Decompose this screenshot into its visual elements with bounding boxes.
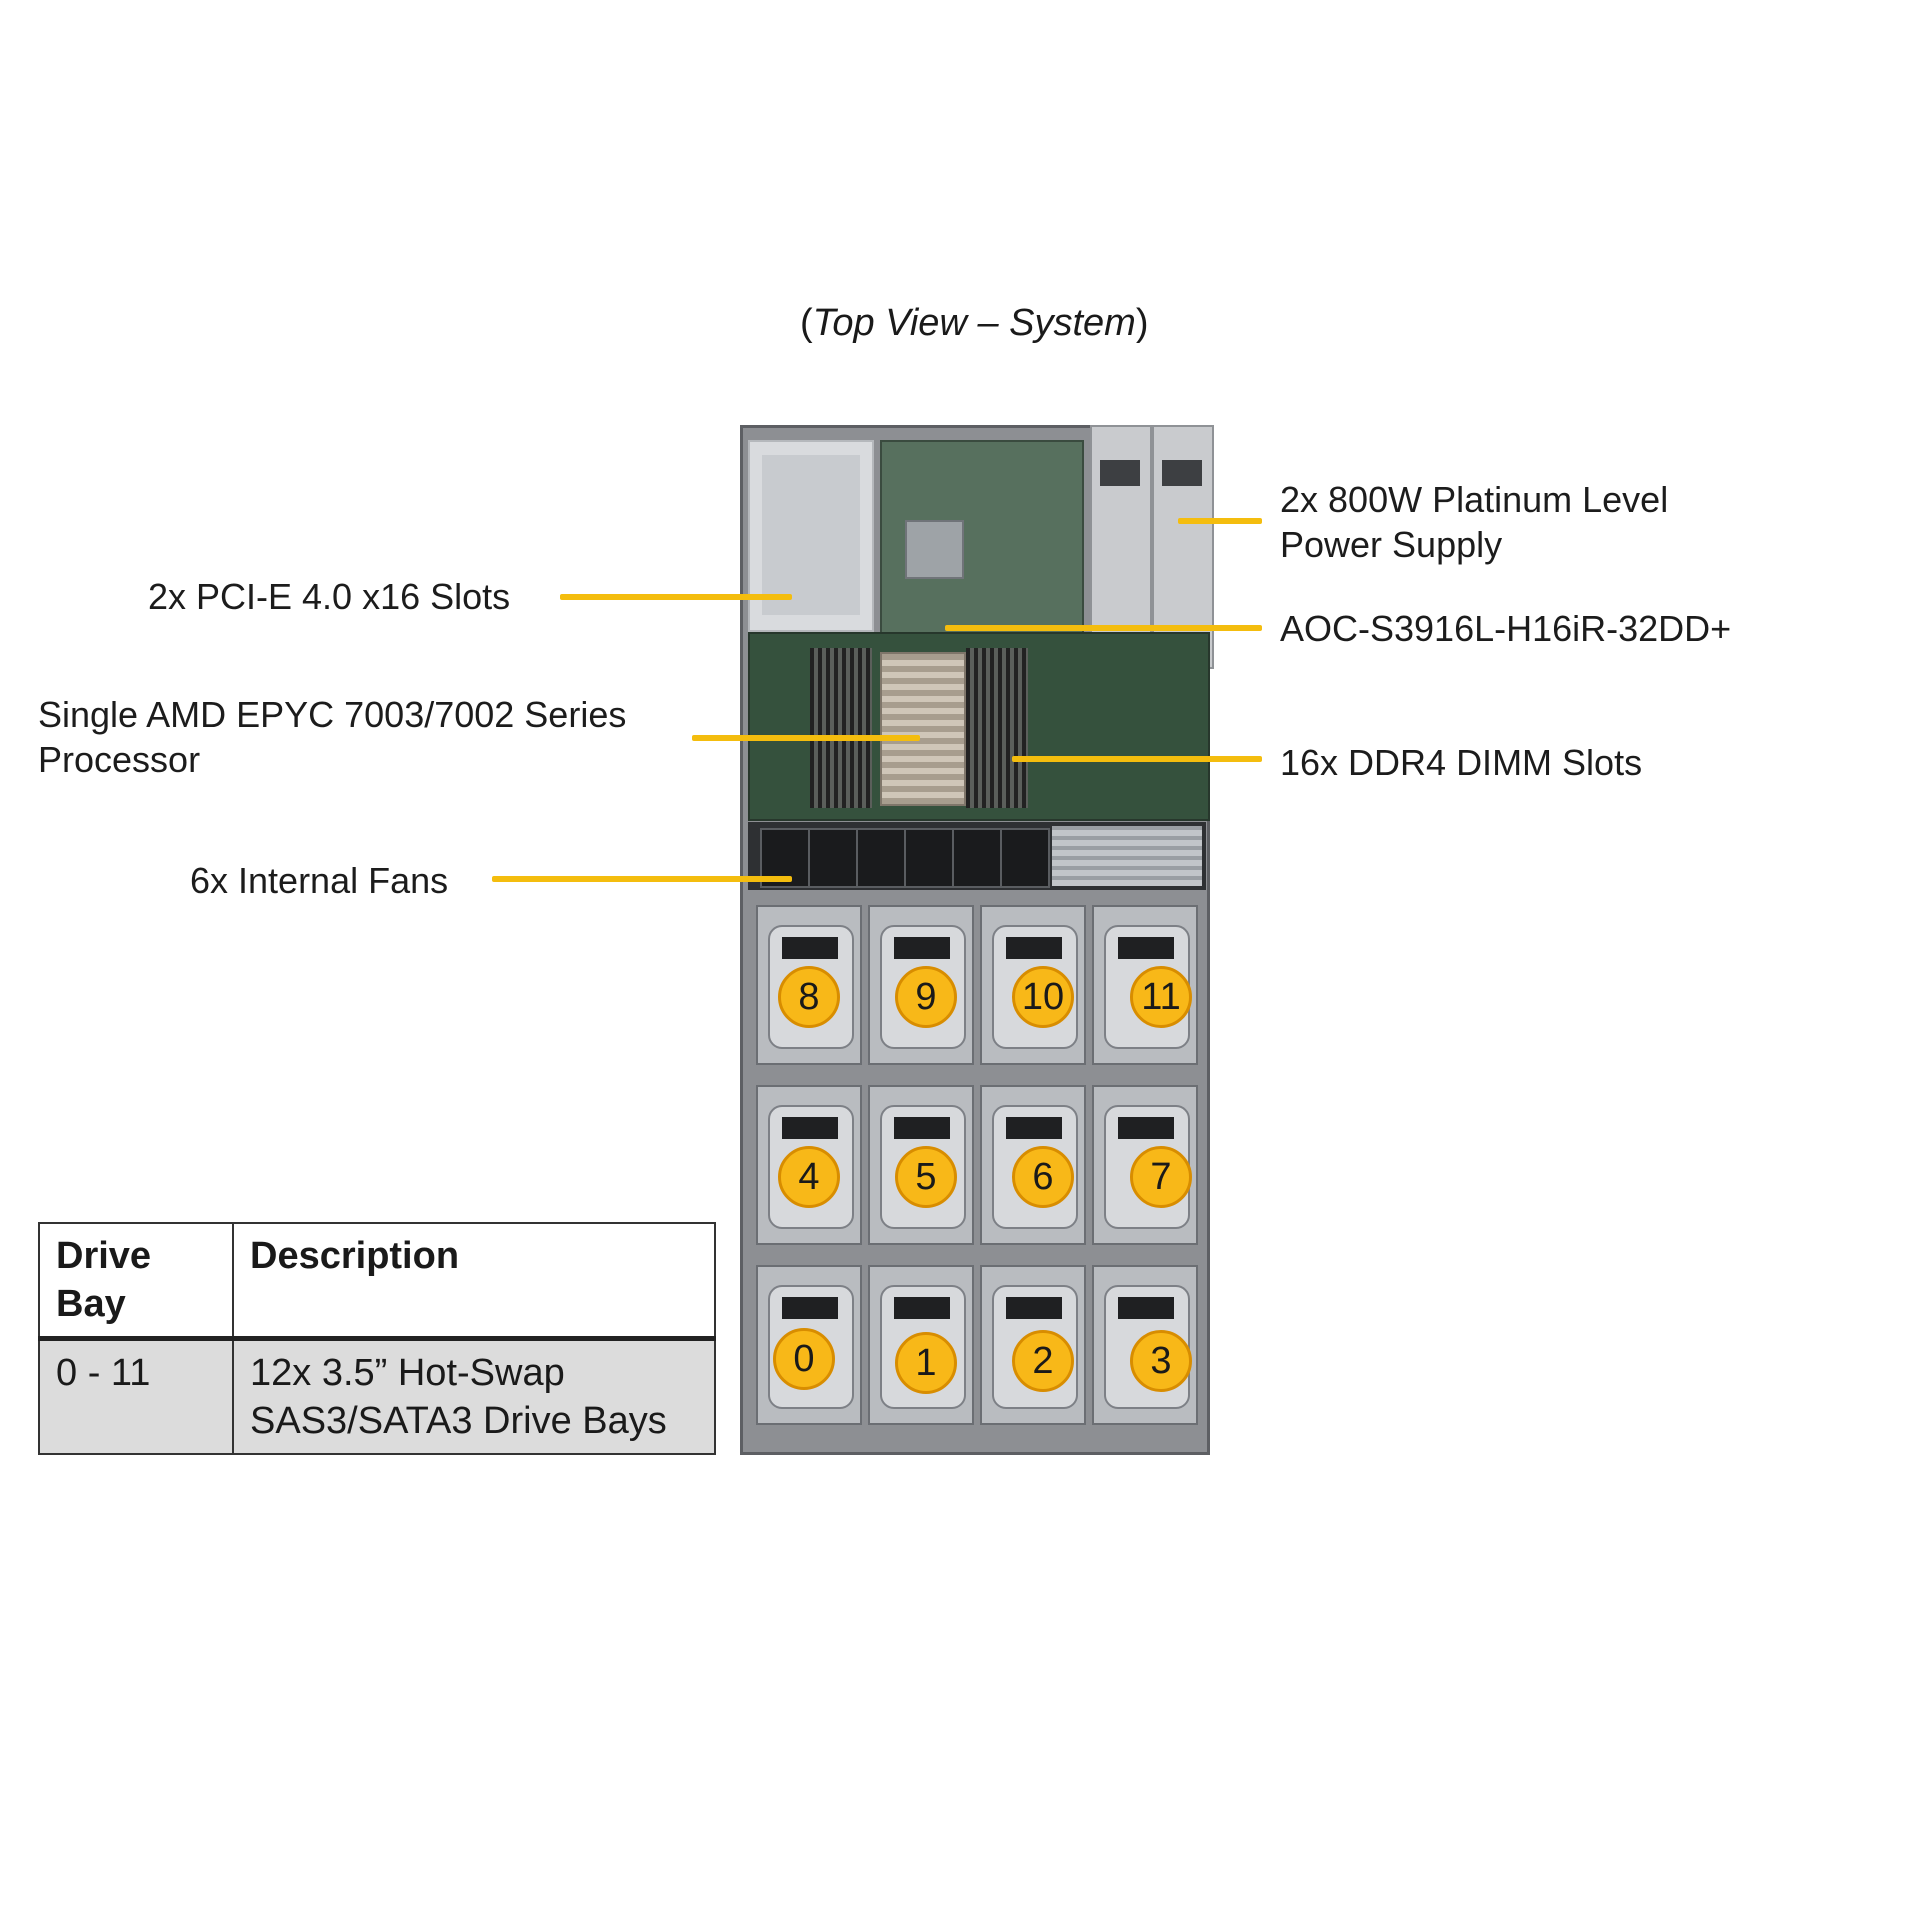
leader-line-psu bbox=[1178, 518, 1262, 524]
callout-aoc: AOC-S3916L-H16iR-32DD+ bbox=[1280, 608, 1732, 649]
callout-cpu-line1: Single AMD EPYC 7003/7002 Series bbox=[38, 694, 627, 735]
fan-3 bbox=[856, 828, 906, 888]
callout-psu-line2: Power Supply bbox=[1280, 524, 1503, 565]
bay-number-7: 7 bbox=[1130, 1146, 1192, 1208]
bay-number-1: 1 bbox=[895, 1332, 957, 1394]
aoc-chip bbox=[905, 520, 964, 579]
title-open-paren: ( bbox=[800, 302, 813, 344]
fan-6 bbox=[1000, 828, 1050, 888]
psu-vent-1 bbox=[1100, 460, 1140, 486]
leader-line-fans bbox=[492, 876, 792, 882]
cell-description: 12x 3.5” Hot-Swap SAS3/SATA3 Drive Bays bbox=[232, 1337, 716, 1455]
table-row: 0 - 11 12x 3.5” Hot-Swap SAS3/SATA3 Driv… bbox=[38, 1337, 716, 1455]
dimm-bank-left bbox=[810, 648, 872, 808]
bay-number-2: 2 bbox=[1012, 1330, 1074, 1392]
drive-bay bbox=[756, 1265, 862, 1425]
bay-number-4: 4 bbox=[778, 1146, 840, 1208]
drive-bay-table: Drive Bay Description 0 - 11 12x 3.5” Ho… bbox=[38, 1222, 716, 1455]
pcie-riser-cover bbox=[762, 455, 860, 615]
fan-5 bbox=[952, 828, 1002, 888]
cell-bay-range: 0 - 11 bbox=[38, 1337, 234, 1455]
header-drive-line1: Drive bbox=[56, 1235, 152, 1277]
title-close-paren: ) bbox=[1135, 302, 1149, 344]
dimm-bank-right bbox=[966, 648, 1028, 808]
bay-number-6: 6 bbox=[1012, 1146, 1074, 1208]
leader-line-aoc bbox=[945, 625, 1262, 631]
callout-pcie-slots: 2x PCI-E 4.0 x16 Slots bbox=[148, 576, 511, 617]
callout-psu-line1: 2x 800W Platinum Level bbox=[1280, 479, 1669, 520]
description-line1: 12x 3.5” Hot-Swap bbox=[250, 1352, 565, 1394]
description-line2: SAS3/SATA3 Drive Bays bbox=[250, 1400, 667, 1442]
callout-internal-fans: 6x Internal Fans bbox=[190, 860, 449, 901]
leader-line-cpu bbox=[692, 735, 920, 741]
bay-number-3: 3 bbox=[1130, 1330, 1192, 1392]
drive-bay bbox=[756, 1085, 862, 1245]
fan-grille bbox=[1052, 826, 1202, 886]
bay-number-8: 8 bbox=[778, 966, 840, 1028]
leader-line-pcie bbox=[560, 594, 792, 600]
callout-cpu-line2: Processor bbox=[38, 739, 201, 780]
header-description: Description bbox=[232, 1222, 716, 1341]
bay-number-9: 9 bbox=[895, 966, 957, 1028]
header-drive-bay: Drive Bay bbox=[38, 1222, 234, 1341]
psu-vent-2 bbox=[1162, 460, 1202, 486]
callout-dimm-slots: 16x DDR4 DIMM Slots bbox=[1280, 742, 1643, 783]
fan-2 bbox=[808, 828, 858, 888]
diagram-title: (Top View – System) bbox=[800, 302, 1148, 345]
table-header-row: Drive Bay Description bbox=[38, 1222, 716, 1341]
header-drive-line2: Bay bbox=[56, 1283, 126, 1325]
bay-number-0: 0 bbox=[773, 1328, 835, 1390]
fan-4 bbox=[904, 828, 954, 888]
bay-number-11: 11 bbox=[1130, 966, 1192, 1028]
title-text: Top View – System bbox=[812, 302, 1136, 344]
bay-number-10: 10 bbox=[1012, 966, 1074, 1028]
cpu-heatsink bbox=[880, 652, 966, 806]
bay-number-5: 5 bbox=[895, 1146, 957, 1208]
leader-line-dimm bbox=[1012, 756, 1262, 762]
